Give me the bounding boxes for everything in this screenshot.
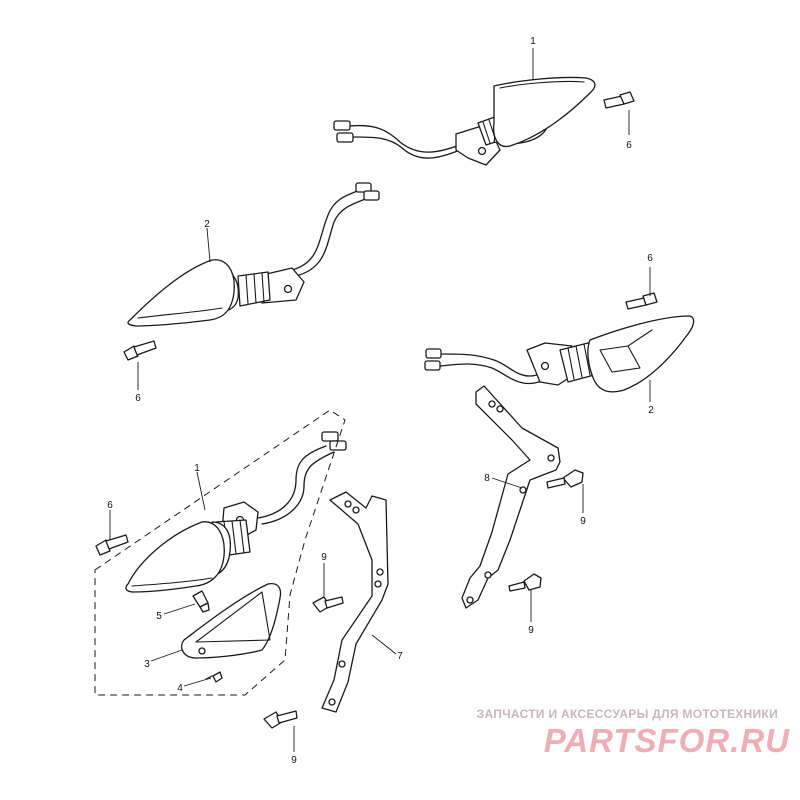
bolt-6-mid-left (123, 340, 157, 361)
callout-2-left: 2 (204, 219, 210, 230)
bulb-5 (192, 590, 210, 613)
callout-1-bottom: 1 (194, 463, 200, 474)
callout-9-a: 9 (321, 552, 327, 563)
bracket-7 (321, 491, 389, 713)
indicator-2-left (127, 182, 380, 327)
callout-6-top-right: 6 (626, 140, 632, 151)
callout-5: 5 (156, 611, 162, 622)
bolt-6-top-right (603, 91, 635, 109)
callout-3: 3 (144, 659, 150, 670)
bracket-8 (461, 385, 561, 609)
indicator-2-right (424, 315, 695, 393)
watermark-tagline: ЗАПЧАСТИ И АКСЕССУАРЫ ДЛЯ МОТОТЕХНИКИ (477, 707, 778, 721)
callout-2-right: 2 (648, 405, 654, 416)
kit-outline (94, 409, 346, 696)
bolt-6-mid-right (625, 292, 658, 310)
indicator-1-bottom (125, 431, 347, 593)
callout-6-bottom-left: 6 (107, 500, 113, 511)
leader-lines (109, 48, 651, 752)
lens-3 (181, 582, 282, 659)
callout-6-mid-right: 6 (647, 253, 653, 264)
callout-4: 4 (177, 683, 183, 694)
callout-6-mid-left: 6 (135, 393, 141, 404)
callout-9-c: 9 (580, 516, 586, 527)
bolt-9-d (508, 573, 542, 592)
callout-9-d: 9 (528, 625, 534, 636)
bolt-6-bottom-left (95, 534, 129, 556)
bolt-9-b (263, 710, 298, 729)
bolt-9-c (546, 469, 584, 489)
callout-1-top: 1 (530, 36, 536, 47)
callout-numbers: 1 6 2 6 6 2 1 6 5 3 4 9 9 7 8 9 9 (107, 36, 654, 766)
callout-8: 8 (484, 473, 490, 484)
watermark: ЗАПЧАСТИ И АКСЕССУАРЫ ДЛЯ МОТОТЕХНИКИ PA… (477, 707, 790, 759)
watermark-logo: PARTSFOR.RU (544, 722, 790, 759)
callout-7: 7 (397, 651, 403, 662)
callout-9-b: 9 (291, 755, 297, 766)
indicator-1-top (333, 76, 596, 166)
screw-4 (205, 671, 223, 683)
bolt-9-a (312, 596, 344, 613)
